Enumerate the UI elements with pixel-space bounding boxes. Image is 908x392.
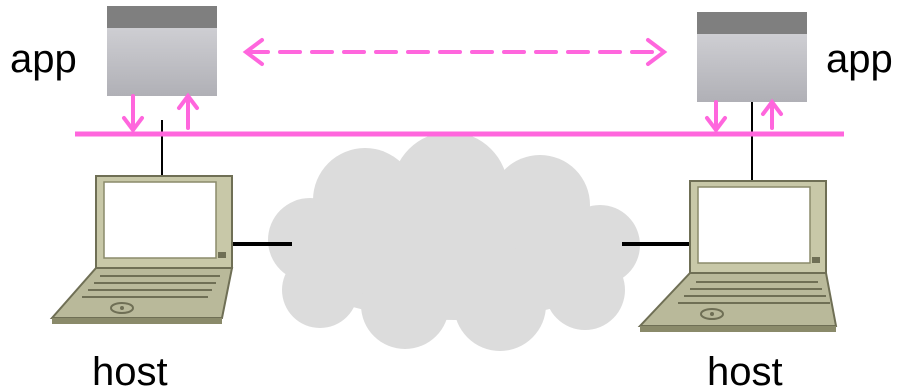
left-up-arrow-icon: [177, 92, 199, 130]
host-label-right: host: [707, 350, 783, 392]
app-logical-link: [242, 38, 668, 66]
network-cloud-icon: [268, 132, 640, 351]
app-window-icon: [107, 6, 217, 96]
right-up-arrow-icon: [761, 98, 783, 130]
app-label-left: app: [10, 37, 77, 81]
app-label-right: app: [826, 37, 893, 81]
right-down-arrow-icon: [705, 100, 727, 134]
left-down-arrow-icon: [122, 94, 144, 134]
laptop-icon: [637, 180, 838, 332]
app-window-icon: [697, 12, 807, 102]
laptop-icon: [49, 175, 234, 324]
host-label-left: host: [92, 350, 168, 392]
